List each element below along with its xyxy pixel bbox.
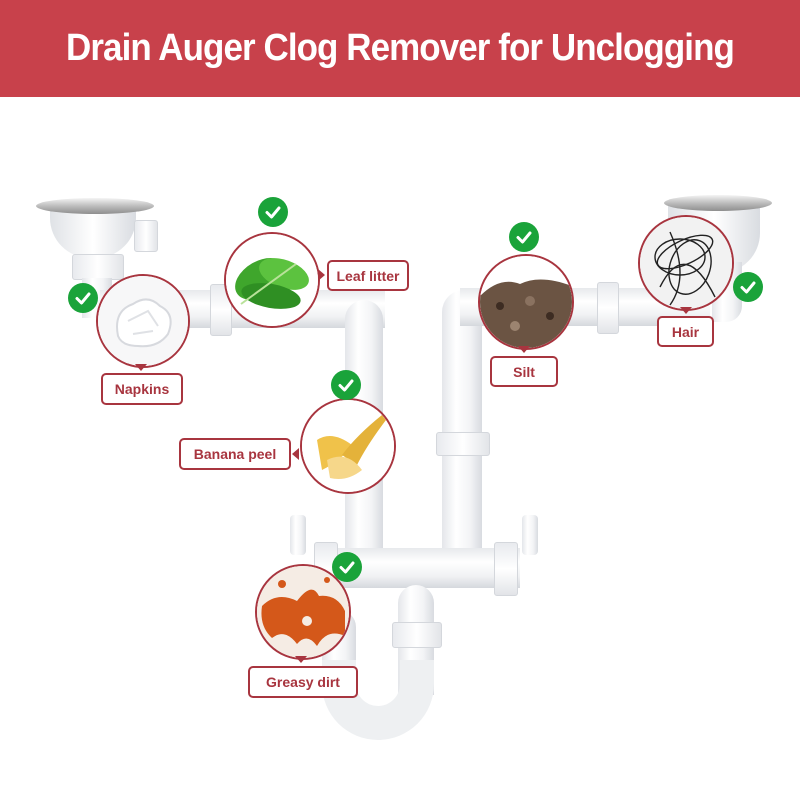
label-greasy-dirt: Greasy dirt [248, 666, 358, 698]
leaf-image [224, 232, 320, 328]
banana-peel-image [300, 398, 396, 494]
label-hair: Hair [657, 316, 714, 347]
left-sink-basin [36, 198, 166, 278]
label-banana-peel: Banana peel [179, 438, 291, 470]
napkin-image [96, 274, 190, 368]
right-riser-pipe [442, 290, 482, 570]
check-icon [332, 552, 362, 582]
hair-image [638, 215, 734, 311]
silt-image [478, 254, 574, 350]
check-icon [733, 272, 763, 302]
check-icon [509, 222, 539, 252]
title-banner: Drain Auger Clog Remover for Unclogging [0, 0, 800, 97]
check-icon [258, 197, 288, 227]
check-icon [331, 370, 361, 400]
label-leaf-litter: Leaf litter [327, 260, 409, 291]
page-title: Drain Auger Clog Remover for Unclogging [66, 27, 735, 69]
grease-image [255, 564, 351, 660]
label-napkins: Napkins [101, 373, 183, 405]
label-silt: Silt [490, 356, 558, 387]
check-icon [68, 283, 98, 313]
left-basin-nut [72, 254, 124, 280]
